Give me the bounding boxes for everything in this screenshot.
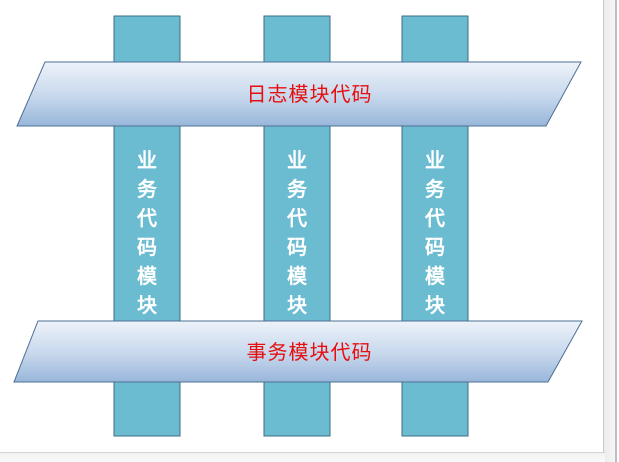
column-label-char: 模 xyxy=(287,264,307,288)
column-label-char: 模 xyxy=(137,264,157,288)
column-label-char: 务 xyxy=(137,177,157,201)
column-label-char: 码 xyxy=(137,235,157,259)
column-label-char: 业 xyxy=(137,148,157,172)
column-label-char: 块 xyxy=(137,293,157,317)
top-band-label: 日志模块代码 xyxy=(246,82,373,106)
column-label-char: 码 xyxy=(425,235,445,259)
window-frame-right xyxy=(603,0,617,462)
column-1-label: 业务代码模块 xyxy=(114,146,180,320)
column-label-char: 码 xyxy=(287,235,307,259)
column-2-label: 业务代码模块 xyxy=(264,146,330,320)
column-label-char: 务 xyxy=(287,177,307,201)
column-label-char: 块 xyxy=(287,293,307,317)
column-label-char: 务 xyxy=(425,177,445,201)
column-label-char: 代 xyxy=(137,206,157,230)
bottom-band-label: 事务模块代码 xyxy=(246,340,373,364)
column-label-char: 模 xyxy=(425,264,445,288)
window-frame-bottom xyxy=(0,452,605,462)
column-label-char: 代 xyxy=(425,206,445,230)
bottom-band xyxy=(13,320,583,383)
column-label-char: 代 xyxy=(287,206,307,230)
top-band xyxy=(16,61,582,127)
column-label-char: 块 xyxy=(425,293,445,317)
column-label-char: 业 xyxy=(287,148,307,172)
column-3-label: 业务代码模块 xyxy=(402,146,468,320)
column-label-char: 业 xyxy=(425,148,445,172)
